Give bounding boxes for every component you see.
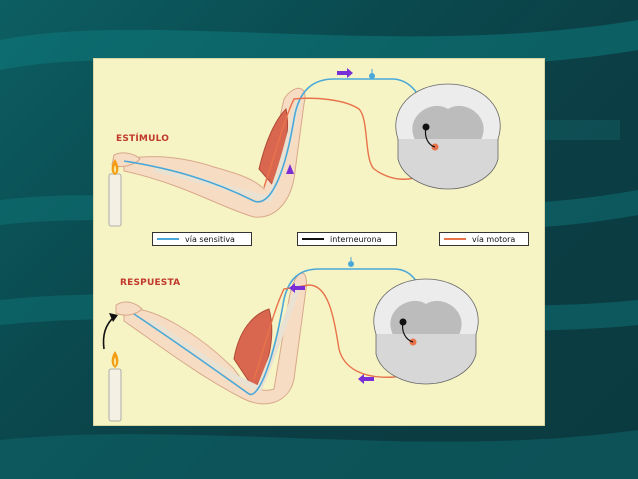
legend-swatch-interneuron: [302, 238, 324, 240]
legend-swatch-sensory: [157, 238, 179, 240]
arrow-up-icon: [286, 164, 294, 174]
reflex-arc-panel: ESTÍMULO RESPUESTA vía sensitiva interne…: [93, 58, 545, 426]
curved-arrow-icon: [102, 316, 115, 350]
spinal-cord-bottom: [373, 278, 479, 385]
stimulus-label: ESTÍMULO: [116, 134, 170, 144]
legend-label-motor: vía motora: [472, 234, 516, 244]
legend-label-sensory: vía sensitiva: [185, 234, 235, 244]
bone-bottom: [147, 282, 302, 393]
legend-motor: vía motora: [439, 232, 529, 246]
candle-icon: [108, 351, 122, 422]
legend-sensory: vía sensitiva: [152, 232, 252, 246]
motor-path-top: [263, 97, 440, 188]
arrow-right-icon: [337, 68, 353, 78]
legend-label-interneuron: interneurona: [330, 234, 382, 244]
reflex-arc-illustration: [102, 68, 501, 422]
legend-interneuron: interneurona: [297, 232, 397, 246]
arrow-left-icon: [358, 374, 374, 384]
response-label: RESPUESTA: [120, 278, 181, 288]
spinal-cord-top: [395, 83, 501, 190]
bone-top: [153, 98, 302, 203]
arm-bottom: [123, 272, 307, 405]
candle-icon: [108, 159, 122, 227]
legend-swatch-motor: [444, 238, 466, 240]
hand-bottom: [115, 301, 143, 316]
arrow-left-icon: [289, 283, 305, 293]
